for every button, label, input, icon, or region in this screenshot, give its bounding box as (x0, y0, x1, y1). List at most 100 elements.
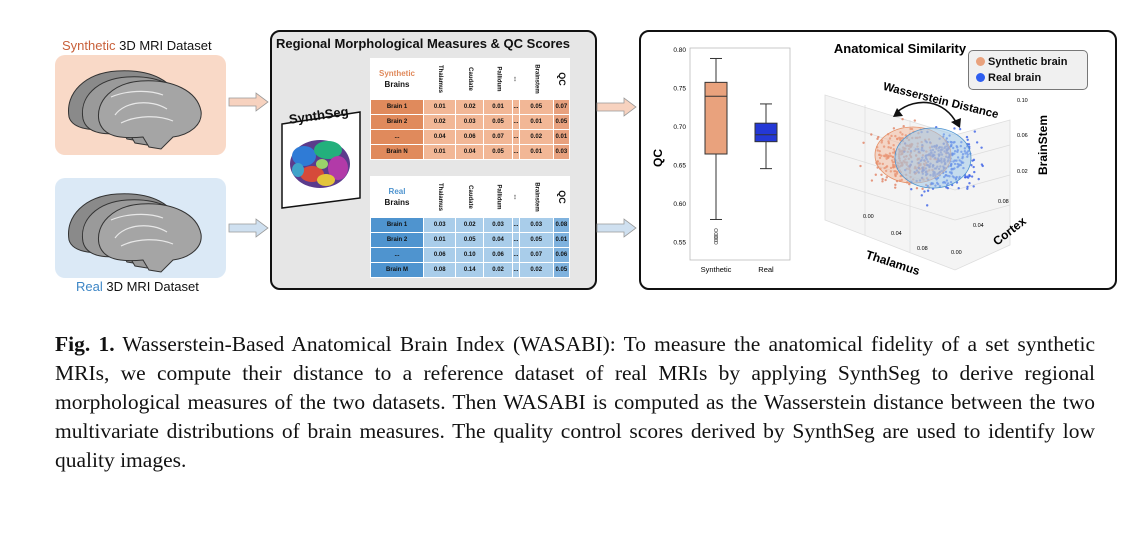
real-point (965, 135, 969, 139)
measure-cell: 0.02 (518, 262, 554, 278)
synthetic-brain-image (55, 55, 226, 155)
measure-cell: 0.02 (455, 217, 485, 233)
column-qc: QC (552, 176, 571, 218)
real-brain-image (55, 178, 226, 278)
qc-cell: 0.01 (552, 129, 571, 145)
qc-tick-label: 0.75 (673, 86, 686, 93)
synthetic-point (921, 187, 924, 191)
synthetic-point (862, 141, 865, 144)
measure-cell: 0.03 (483, 217, 514, 233)
measure-cell: 0.04 (422, 129, 457, 145)
measure-cell: 0.02 (518, 129, 554, 145)
measure-cell: 0.14 (455, 262, 485, 278)
real-point (966, 176, 970, 179)
real-point (972, 165, 975, 169)
synthetic-point (878, 162, 881, 165)
qc-cell: 0.05 (552, 262, 571, 278)
outlier-point (714, 240, 718, 245)
column-pallidum: Pallidum (483, 58, 514, 100)
synthetic-arrow-icon (228, 92, 269, 112)
real-point (966, 138, 969, 142)
synthetic-point (904, 134, 908, 137)
measure-cell: 0.04 (483, 232, 514, 248)
thalamus-tick: 0.08 (917, 246, 928, 252)
real-point (966, 185, 969, 189)
thalamus-tick: 0.04 (891, 231, 902, 237)
synthetic-point (900, 178, 903, 182)
measure-cell: 0.05 (483, 144, 514, 160)
qc-axis-label: QC (651, 149, 665, 167)
real-arrow-icon (228, 218, 269, 238)
qc-cell: 0.01 (552, 232, 571, 248)
synthetic-point (878, 150, 881, 153)
measure-cell: 0.03 (422, 217, 457, 233)
brainstem-axis-label: BrainStem (1036, 115, 1050, 175)
synthetic-point (891, 165, 895, 169)
qc-tick-label: 0.55 (673, 240, 686, 247)
synthetic-point (895, 172, 899, 175)
synthetic-point (881, 180, 884, 183)
qc-cell: 0.07 (552, 99, 571, 115)
real-point (981, 164, 984, 168)
measure-cell: 0.01 (422, 99, 457, 115)
measure-cell: 0.10 (455, 247, 485, 263)
synthseg-segmentation-icon (281, 111, 361, 209)
synthetic-point (886, 154, 889, 157)
synthetic-point (902, 124, 905, 128)
real-point (975, 141, 979, 144)
synthetic-point (889, 166, 893, 170)
measure-cell: ... (512, 114, 520, 130)
real-point (953, 127, 956, 130)
synthetic-point (887, 146, 890, 149)
box-synthetic (704, 81, 728, 155)
column-pallidum: Pallidum (483, 176, 514, 218)
synthetic-point (908, 182, 911, 186)
synthetic-point (910, 127, 914, 131)
synthetic-point (894, 134, 897, 138)
real-dataset-suffix: 3D MRI Dataset (102, 279, 199, 294)
real-point (920, 194, 923, 197)
synthetic-point (915, 187, 919, 190)
column-qc: QC (552, 58, 571, 100)
real-point (926, 189, 930, 192)
cortex-tick: 0.04 (973, 223, 984, 229)
measure-cell: 0.06 (483, 247, 514, 263)
row-name: ... (370, 129, 424, 145)
qc-cell: 0.08 (552, 217, 571, 233)
column-thalamus: Thalamus (422, 58, 457, 100)
synthetic-point (901, 117, 904, 121)
synthetic-output-arrow-icon (596, 97, 637, 117)
synthetic-point (859, 164, 862, 168)
measure-cell: 0.02 (455, 99, 485, 115)
measure-cell: 0.02 (483, 262, 514, 278)
synthetic-dataset-prefix: Synthetic (62, 38, 116, 53)
synthetic-point (913, 119, 917, 122)
measure-cell: 0.07 (483, 129, 514, 145)
synthetic-point (899, 174, 902, 178)
synthetic-point (890, 134, 893, 138)
synthetic-point (870, 179, 874, 182)
outlier-point (714, 228, 718, 233)
caption-text: Wasserstein-Based Anatomical Brain Index… (55, 332, 1095, 472)
synthetic-point (878, 156, 882, 160)
measure-cell: 0.01 (422, 232, 457, 248)
row-name: Brain 2 (370, 114, 424, 130)
measure-cell: 0.06 (422, 247, 457, 263)
synthetic-point (899, 131, 902, 134)
real-point (972, 158, 976, 162)
arrowhead-left-icon (893, 108, 903, 117)
synthetic-point (892, 143, 895, 147)
measure-cell: 0.02 (422, 114, 457, 130)
synthetic-point (891, 155, 894, 159)
synthetic-point (878, 153, 881, 157)
real-distribution-ellipse (894, 127, 972, 189)
synthetic-point (876, 160, 880, 163)
